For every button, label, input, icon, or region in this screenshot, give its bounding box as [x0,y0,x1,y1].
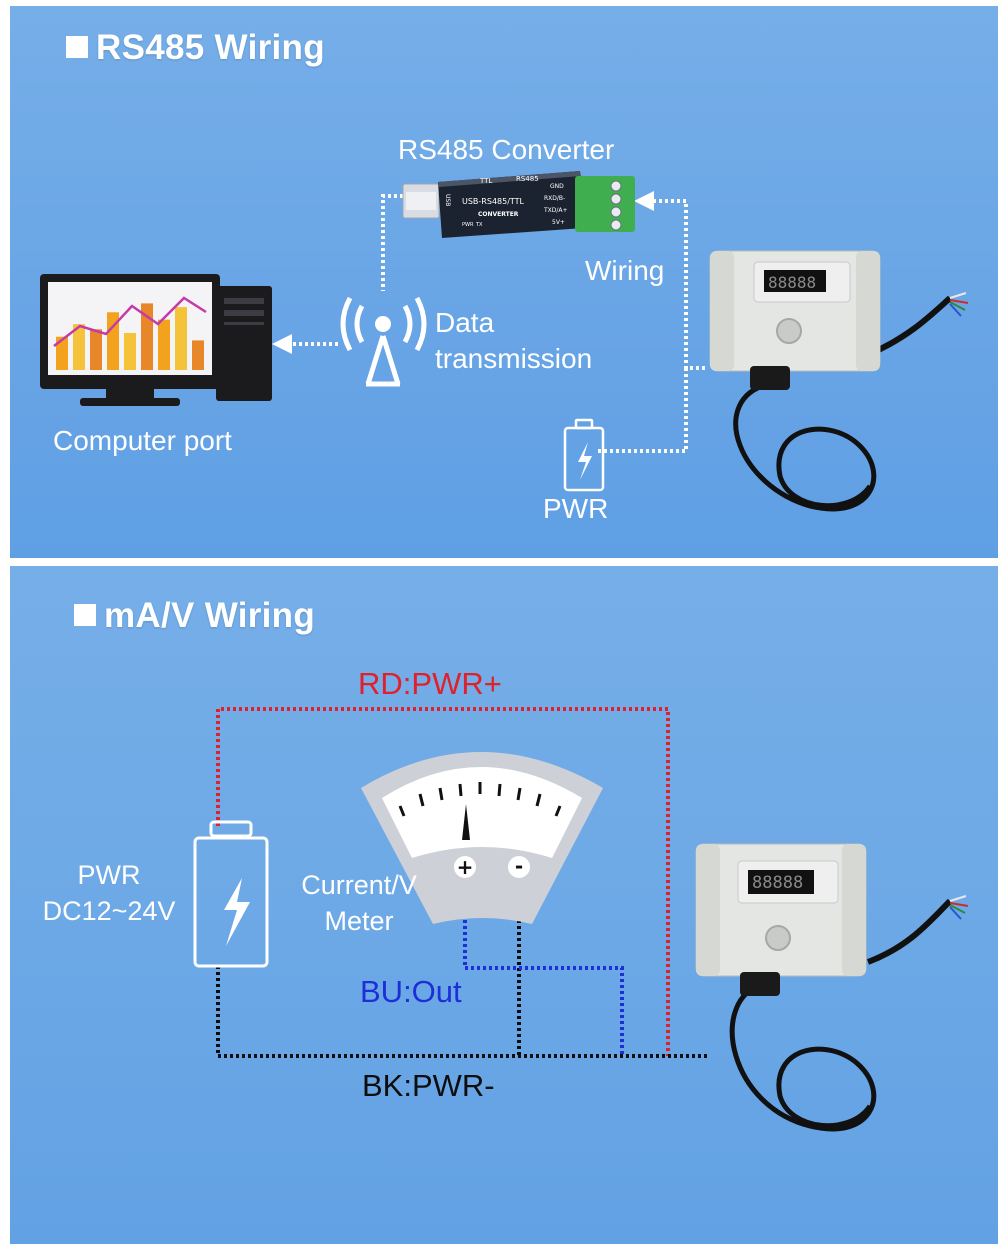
wiring-label: Wiring [585,255,665,286]
blue-wire [463,884,624,1056]
monitor-chart-bar [56,336,68,370]
sensor-device: 88888 [695,843,969,1132]
monitor-chart-bar [141,303,153,370]
converter-rxd-text: RXD/B- [544,195,565,202]
data-transmission-label-line2: transmission [435,343,593,374]
converter-label-text: CONVERTER [478,211,519,218]
analog-wiring-panel: + - 88888 mA/V Wiring RD:PWR+ PWR DC12~2… [10,566,998,1244]
wire-battery-to-sensor [598,368,688,453]
red-wire [216,707,670,1056]
converter-pwr-text: PWR [462,222,474,228]
monitor-chart-bar [124,333,136,370]
monitor-chart-bar [192,340,204,370]
monitor-chart-bar [73,324,85,370]
rs485-heading: RS485 Wiring [66,28,325,68]
converter-model-text: USB-RS485/TTL [462,197,525,206]
data-transmission-label-line1: Data [435,307,495,338]
rs485-diagram: TTL RS485 USB-RS485/TTL CONVERTER GND RX… [40,171,969,512]
analog-diagram: + - 88888 [193,707,969,1132]
computer-port-label: Computer port [53,425,232,456]
converter-ttl-text: TTL [479,177,492,185]
arrow-to-computer [272,334,292,354]
converter-rs485-text: RS485 [516,175,539,183]
monitor-chart [56,303,204,370]
pwr-label: PWR [543,493,609,524]
battery-icon [563,418,605,492]
meter-label-line2: Meter [324,906,394,936]
black-wire [216,966,710,1058]
converter-title: RS485 Converter [398,134,615,165]
sensor-device: 88888 [709,250,969,512]
meter-plus-terminal: + [457,855,474,879]
black-wire-label: BK:PWR- [362,1068,495,1103]
meter-minus-terminal: - [515,854,523,878]
converter-tx-text: TX [475,222,483,228]
rs485-wires [288,194,708,453]
computer-icon [40,274,272,406]
sensor-display-digits: 88888 [752,873,803,893]
converter-gnd-text: GND [550,183,564,190]
monitor-chart-bar [158,319,170,370]
pwr-label-line2: DC12~24V [42,896,176,926]
wire-converter-to-sensor [653,199,708,370]
rs485-converter-device: TTL RS485 USB-RS485/TTL CONVERTER GND RX… [402,171,635,238]
meter-icon: + - [361,752,603,924]
converter-5v-text: 5V+ [552,219,565,226]
rs485-heading-text: RS485 Wiring [96,28,325,67]
battery-icon [193,820,269,968]
monitor-chart-bar [175,307,187,370]
red-wire-label: RD:PWR+ [358,666,502,701]
meter-label-line1: Current/V [301,870,417,900]
heading-square-icon [66,36,88,58]
converter-txd-text: TXD/A+ [543,207,568,214]
analog-heading-text: mA/V Wiring [104,596,316,635]
antenna-icon [340,296,427,387]
wire-usb-to-antenna [381,194,403,291]
rs485-wiring-panel: TTL RS485 USB-RS485/TTL CONVERTER GND RX… [10,6,998,558]
pwr-label-line1: PWR [77,860,141,890]
monitor-chart-bar [90,329,102,370]
arrow-to-converter [634,191,654,211]
sensor-display-digits: 88888 [768,273,816,292]
heading-square-icon [74,604,96,626]
monitor-chart-bar [107,312,119,370]
blue-wire-label: BU:Out [360,974,462,1009]
analog-heading: mA/V Wiring [74,596,315,636]
converter-usb-text: USB [444,194,451,206]
